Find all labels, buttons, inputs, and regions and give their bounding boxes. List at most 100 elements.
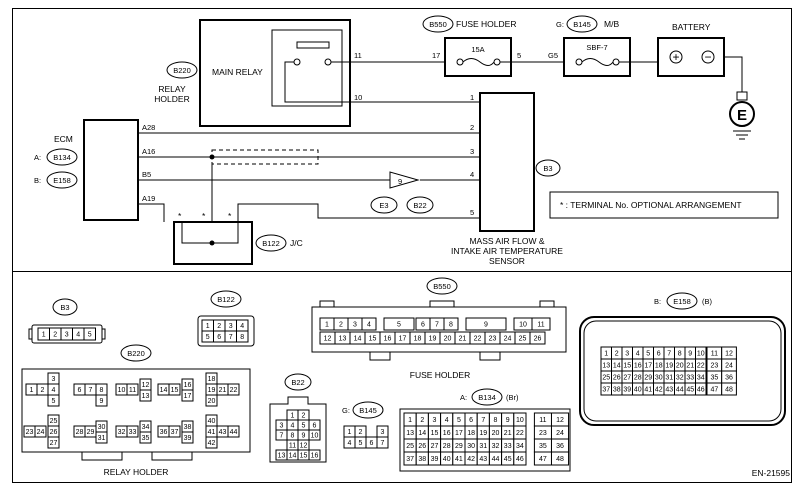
b145-badge: B145 xyxy=(352,401,384,419)
b145-pin-4: 4 xyxy=(348,440,352,447)
b220-pin-35-cell xyxy=(139,431,152,444)
e158-pin-21: 21 xyxy=(686,363,694,370)
b134-pin-17: 17 xyxy=(455,430,463,437)
b220-pin-9-cell xyxy=(95,394,108,407)
b3-pin-5: 5 xyxy=(88,332,92,339)
b134-pin-42: 42 xyxy=(467,456,475,463)
b134-pin-31: 31 xyxy=(479,443,487,450)
b220-pin-24: 24 xyxy=(37,429,45,436)
b134-pin-43: 43 xyxy=(479,456,487,463)
b134-pin-28: 28 xyxy=(443,443,451,450)
wire-relay-10 xyxy=(284,61,480,103)
b220-pin-15-cell xyxy=(168,383,181,396)
b134-pin-12: 12 xyxy=(556,417,564,424)
e158-pin-39: 39 xyxy=(623,387,631,394)
b3-pin-1: 1 xyxy=(42,332,46,339)
e158-pin-31: 31 xyxy=(665,375,673,382)
b220-pin-38: 38 xyxy=(184,424,192,431)
joint-badge-b22: B22 xyxy=(406,196,434,214)
b550-pin-19: 19 xyxy=(429,336,437,343)
e158-pin-11: 11 xyxy=(711,351,718,358)
main-relay-box xyxy=(271,29,343,107)
jc-star-2: * xyxy=(202,211,206,221)
ecm-conn-b-prefix: B: xyxy=(34,176,41,185)
b220-pin-42: 42 xyxy=(208,440,216,447)
battery-plus: + xyxy=(672,50,679,64)
b145-pin-7: 7 xyxy=(381,440,385,447)
b220-pin-3: 3 xyxy=(52,376,56,383)
b134-pin-13: 13 xyxy=(406,430,414,437)
b220-pin-41: 41 xyxy=(208,429,216,436)
e158-pin-34: 34 xyxy=(697,375,705,382)
b220-pin-5: 5 xyxy=(52,398,56,405)
b220-pin-22: 22 xyxy=(230,387,238,394)
b22-pin-4: 4 xyxy=(291,423,295,430)
b220-pin-40: 40 xyxy=(208,418,216,425)
b550-pin-17: 17 xyxy=(399,336,407,343)
b550-pin-5: 5 xyxy=(397,322,401,329)
relay-coil xyxy=(296,41,330,49)
b134-pin-39: 39 xyxy=(431,456,439,463)
b220-pin-11-cell xyxy=(126,383,139,396)
b550-pin-9-cell xyxy=(465,317,507,331)
jc-star-3: * xyxy=(228,211,232,221)
b134-pin-41: 41 xyxy=(455,456,463,463)
e158-pin-47: 47 xyxy=(710,387,718,394)
b220-pin-1: 1 xyxy=(30,387,34,394)
b22-pin-10-cell xyxy=(308,429,321,441)
b220-pin-33: 33 xyxy=(129,429,137,436)
b220-pin-29: 29 xyxy=(87,429,95,436)
b134-pin-35: 35 xyxy=(539,443,547,450)
b550-pin-3: 3 xyxy=(353,322,357,329)
b220-pin-20: 20 xyxy=(208,398,216,405)
b134-badge: B134 xyxy=(471,388,503,406)
b22-pin-14: 14 xyxy=(289,453,297,460)
b3-pin-2: 2 xyxy=(53,332,57,339)
b220-pin-35: 35 xyxy=(142,435,150,442)
b22-pin-10: 10 xyxy=(311,433,319,440)
shield-node xyxy=(209,154,215,160)
wire-label-10: 10 xyxy=(354,93,362,102)
b134-pin-38: 38 xyxy=(418,456,426,463)
b145-pin-7-cell xyxy=(376,436,389,449)
ecm-label: ECM xyxy=(54,134,73,144)
relay-contact-left xyxy=(293,58,301,66)
relay-holder-label-2: HOLDER xyxy=(154,94,189,104)
e158-pin-48: 48 xyxy=(725,387,733,394)
b550-pin-25: 25 xyxy=(519,336,527,343)
e158-pin-37: 37 xyxy=(602,387,610,394)
b134-pin-48-cell xyxy=(550,451,570,466)
e158-badge: E158 xyxy=(666,292,698,310)
e158-pin-28: 28 xyxy=(634,375,642,382)
wire-label-a28: A28 xyxy=(142,123,155,132)
e158-pin-10: 10 xyxy=(697,351,705,358)
b122-pin-7: 7 xyxy=(229,334,233,341)
note-text: * : TERMINAL No. OPTIONAL ARRANGEMENT xyxy=(560,200,742,210)
b550-pin-24: 24 xyxy=(504,336,512,343)
e158-pin-32: 32 xyxy=(676,375,684,382)
b134-pin-16: 16 xyxy=(443,430,451,437)
relay-contact-right xyxy=(324,58,332,66)
b22-pin-16: 16 xyxy=(311,453,319,460)
b134-pin-3: 3 xyxy=(433,417,437,424)
b134-pin-24: 24 xyxy=(556,430,564,437)
b134-pin-48: 48 xyxy=(556,456,564,463)
b550-pin-13: 13 xyxy=(339,336,347,343)
b145-pin-3: 3 xyxy=(381,429,385,436)
wire-label-17: 17 xyxy=(432,51,440,60)
b122-pin-6: 6 xyxy=(217,334,221,341)
fuse-holder-label: FUSE HOLDER xyxy=(456,19,516,29)
e158-pin-44: 44 xyxy=(676,387,684,394)
b220-pin-13-cell xyxy=(139,389,152,402)
e158-pin-29: 29 xyxy=(644,375,652,382)
wire-label-5: 5 xyxy=(517,51,521,60)
b22-badge: B22 xyxy=(284,373,312,391)
b220-latch-right xyxy=(151,451,193,461)
b145-pin-6: 6 xyxy=(370,440,374,447)
b134-pin-19: 19 xyxy=(479,430,487,437)
ecm-conn-a-badge: B134 xyxy=(46,148,78,166)
e158-pin-12: 12 xyxy=(725,351,733,358)
